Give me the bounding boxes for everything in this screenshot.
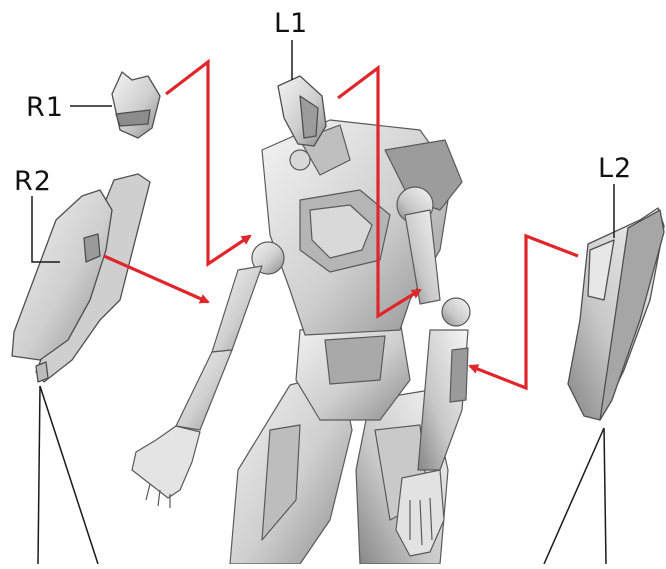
figure-body	[132, 120, 470, 564]
figure-upper-arm-right	[212, 266, 262, 352]
figure-hand-right	[132, 426, 200, 498]
label-l1: L1	[274, 10, 308, 37]
label-r1: R1	[26, 94, 64, 121]
arrow-r1	[166, 62, 250, 264]
leader-r2-bottom-b	[40, 386, 98, 564]
leader-l2-bottom-b	[604, 428, 606, 564]
leader-l2-bottom-a	[544, 428, 604, 564]
arrow-l2	[470, 236, 578, 388]
part-l1	[278, 76, 326, 146]
part-r1	[112, 72, 160, 138]
label-l2: L2	[598, 155, 632, 182]
part-l2	[568, 208, 664, 420]
label-r2: R2	[14, 168, 52, 195]
leader-r2-bottom-a	[38, 386, 40, 564]
